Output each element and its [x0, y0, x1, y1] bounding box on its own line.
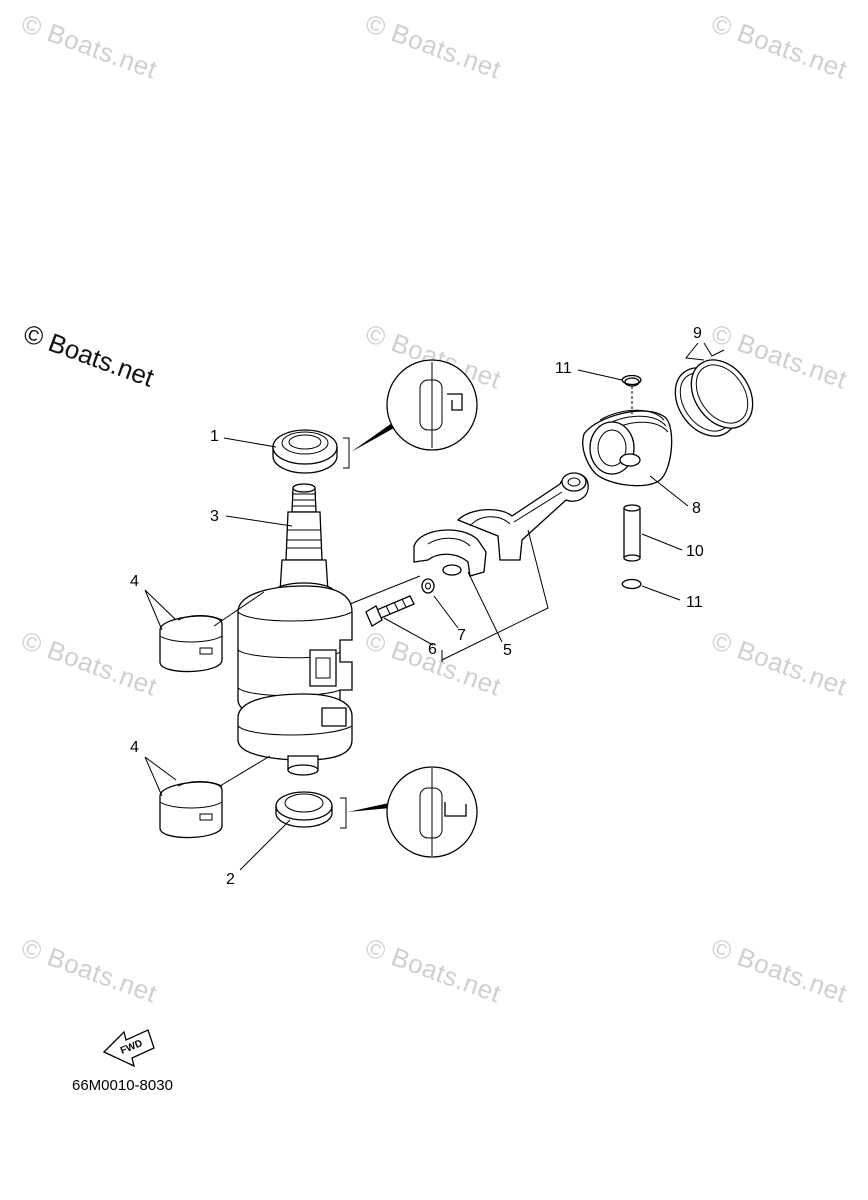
callout-6: 6 — [428, 641, 437, 658]
callout-4: 4 — [130, 573, 139, 590]
callout-1: 1 — [210, 428, 219, 445]
oil-seal-upper — [272, 423, 394, 474]
pin-clip-lower — [621, 578, 642, 590]
oil-seal-lower — [275, 791, 390, 829]
callout-8: 8 — [692, 500, 701, 517]
piston-rings — [674, 359, 754, 437]
connecting-rod — [413, 472, 589, 577]
piston — [582, 377, 673, 487]
diagram-code: 66M0010-8030 — [72, 1077, 173, 1094]
seal-detail-lower — [386, 766, 478, 858]
callout-5: 5 — [503, 642, 512, 659]
callout-11: 11 — [686, 594, 703, 611]
rod-bolt — [365, 595, 415, 627]
callout-11: 11 — [555, 360, 572, 377]
bearing-upper — [159, 615, 223, 673]
callout-2: 2 — [226, 871, 235, 888]
seal-detail-upper — [386, 359, 478, 451]
fwd-arrow-icon: FWD — [102, 1029, 155, 1068]
callout-7: 7 — [457, 627, 466, 644]
pin-clip-upper — [621, 374, 642, 386]
callout-9: 9 — [693, 325, 702, 342]
rod-washer — [421, 578, 435, 594]
callout-10: 10 — [686, 543, 704, 560]
crankshaft — [237, 483, 353, 776]
callout-4: 4 — [130, 739, 139, 756]
bearing-lower — [159, 781, 223, 839]
callout-3: 3 — [210, 508, 219, 525]
leader-lines — [144, 342, 725, 871]
piston-pin — [623, 504, 641, 562]
